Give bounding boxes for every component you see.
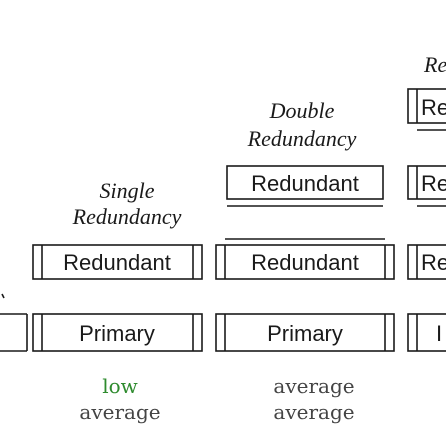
single-primary-box	[32, 313, 203, 352]
single-redundant-box	[32, 244, 203, 280]
single-title-line2: Redundancy	[72, 204, 182, 229]
triple-label-3: Re	[421, 250, 446, 275]
triple-box-4	[407, 313, 446, 352]
single-redundancy-column: Single Redundancy Redundant Primary low …	[32, 178, 203, 424]
triple-title-partial: Re	[423, 52, 446, 77]
double-redundant-box-top	[226, 165, 384, 200]
triple-box-2	[407, 165, 446, 200]
left-partial-mark	[1, 293, 5, 299]
double-primary-label: Primary	[267, 321, 343, 346]
double-redundant-label-mid: Redundant	[251, 250, 359, 275]
triple-box-3	[407, 244, 446, 280]
single-metric-low: low	[102, 374, 138, 398]
double-metric-average-1: average	[273, 374, 354, 398]
double-redundant-box-mid	[215, 244, 395, 280]
single-title-line1: Single	[100, 178, 155, 203]
single-metric-average: average	[79, 400, 160, 424]
double-title-line2: Redundancy	[247, 126, 357, 151]
single-primary-label: Primary	[79, 321, 155, 346]
double-primary-box	[215, 313, 395, 352]
triple-label-2: Re	[421, 171, 446, 196]
triple-redundancy-column-partial: Re Re Re Re I	[407, 52, 446, 352]
double-redundant-label-top: Redundant	[251, 171, 359, 196]
double-metric-average-2: average	[273, 400, 354, 424]
triple-label-1: Re	[421, 95, 446, 120]
triple-label-4: I	[436, 321, 442, 346]
double-title-line1: Double	[269, 98, 335, 123]
left-partial-column	[0, 293, 28, 352]
single-redundant-label: Redundant	[63, 250, 171, 275]
triple-box-1	[407, 88, 446, 124]
double-redundancy-column: Double Redundancy Redundant Redundant Pr…	[215, 98, 395, 424]
